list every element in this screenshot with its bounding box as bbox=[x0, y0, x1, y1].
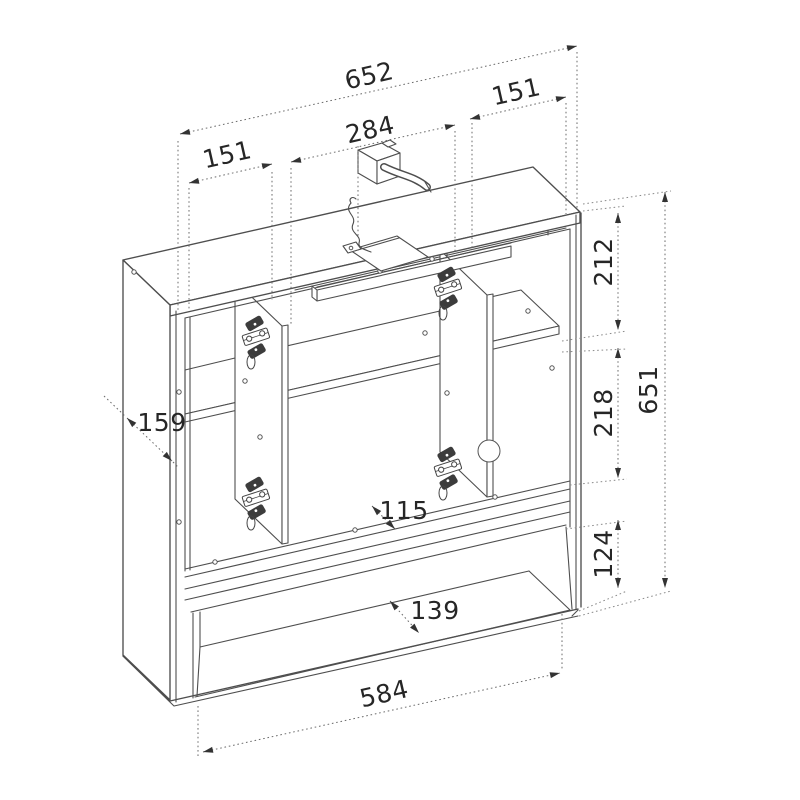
dim-bottom-shelf-depth: 139 bbox=[389, 596, 459, 634]
dim-top-right-section: 151 bbox=[469, 72, 567, 120]
dim-label-bottom-total-width: 584 bbox=[357, 674, 411, 713]
dim-label-top-total-width: 652 bbox=[342, 56, 396, 95]
dim-label-side-depth: 159 bbox=[137, 408, 186, 437]
dim-label-top-left-section: 151 bbox=[200, 135, 254, 174]
cable-hole-icon bbox=[477, 439, 501, 463]
dim-bottom-compartment-height: 124 bbox=[589, 520, 621, 588]
dim-upper-section-height: 212 bbox=[589, 213, 621, 330]
dim-bottom-total-width: 584 bbox=[202, 672, 561, 753]
lamp-arm bbox=[380, 163, 432, 193]
dim-top-left-section: 151 bbox=[188, 135, 273, 184]
dimensions: 652 151 284 151 212 218 124 651 bbox=[103, 45, 672, 757]
dim-label-top-right-section: 151 bbox=[489, 72, 543, 111]
left-side-panel bbox=[122, 259, 171, 701]
dim-label-bottom-compartment-height: 124 bbox=[589, 529, 618, 578]
cabinet-body bbox=[122, 166, 582, 707]
mounting-plate bbox=[342, 235, 429, 272]
screw-holes bbox=[131, 269, 555, 565]
dim-label-upper-section-height: 212 bbox=[589, 237, 618, 286]
dim-label-total-height: 651 bbox=[634, 365, 663, 414]
dim-middle-section-height: 218 bbox=[589, 348, 621, 478]
power-cable bbox=[347, 202, 372, 253]
dim-mid-shelf-depth: 115 bbox=[371, 496, 428, 530]
base-plinth bbox=[122, 608, 579, 707]
dim-total-height: 651 bbox=[634, 192, 668, 588]
dim-label-bottom-shelf-depth: 139 bbox=[410, 596, 459, 625]
lamp-head bbox=[357, 139, 401, 185]
dim-label-mid-shelf-depth: 115 bbox=[379, 496, 428, 525]
dim-side-depth: 159 bbox=[103, 395, 186, 469]
light-bar bbox=[311, 242, 512, 302]
dim-label-middle-section-height: 218 bbox=[589, 388, 618, 437]
divider-left bbox=[234, 280, 289, 545]
lower-compartment bbox=[190, 524, 573, 699]
